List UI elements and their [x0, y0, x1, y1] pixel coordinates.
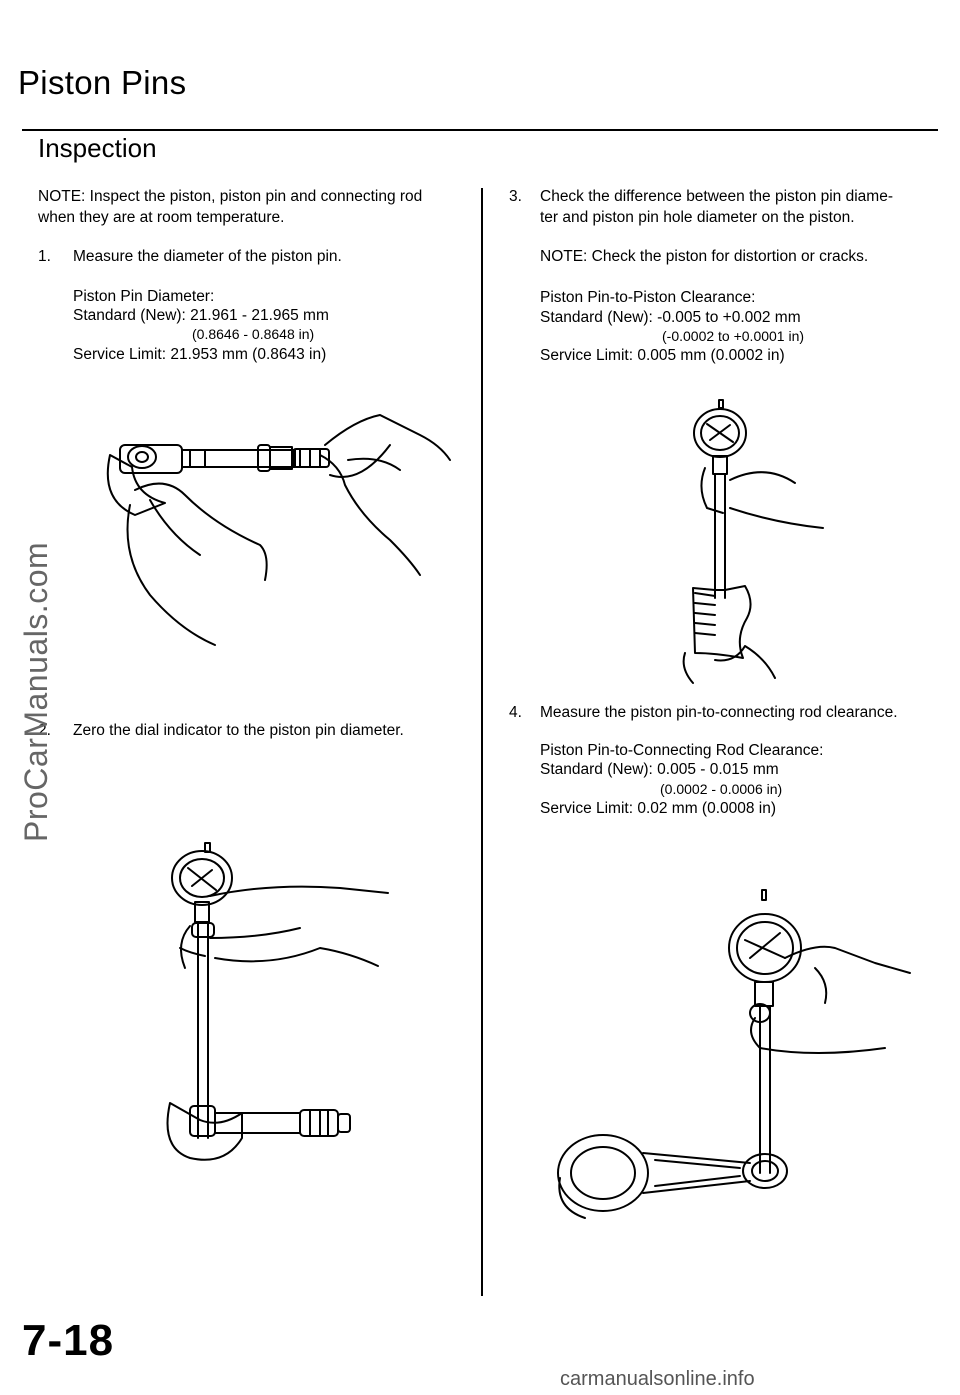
- step-number: 3.: [509, 188, 522, 205]
- title-divider: [22, 129, 938, 131]
- step-text-line-1: Check the difference between the piston …: [540, 188, 893, 205]
- step-text: Measure the diameter of the piston pin.: [73, 248, 342, 265]
- footer-site: carmanualsonline.info: [560, 1368, 755, 1390]
- step-text: Zero the dial indicator to the piston pi…: [73, 722, 404, 739]
- step-number: 4.: [509, 704, 522, 721]
- spec-label: Piston Pin-to-Piston Clearance:: [540, 289, 756, 306]
- section-heading: Inspection: [38, 133, 157, 163]
- micrometer-illustration: [106, 414, 451, 646]
- piston-bore-gauge-illustration: [682, 399, 824, 684]
- watermark: ProCarManuals.com: [18, 541, 54, 842]
- spec-label: Piston Pin-to-Connecting Rod Clearance:: [540, 742, 824, 759]
- step-text-line-2: ter and piston pin hole diameter on the …: [540, 209, 855, 226]
- page-number: 7-18: [22, 1316, 115, 1365]
- step-text: Measure the piston pin-to-connecting rod…: [540, 704, 898, 721]
- note-line-2: when they are at room temperature.: [38, 209, 285, 226]
- step-number: 2.: [38, 722, 51, 739]
- spec-standard-inches: (0.8646 - 0.8648 in): [192, 326, 315, 342]
- spec-service-limit: Service Limit: 0.02 mm (0.0008 in): [540, 800, 777, 817]
- page-title: Piston Pins: [18, 64, 187, 101]
- spec-service-limit: Service Limit: 21.953 mm (0.8643 in): [73, 346, 327, 363]
- column-divider: [481, 188, 483, 1296]
- spec-standard: Standard (New): -0.005 to +0.002 mm: [540, 309, 801, 326]
- connecting-rod-gauge-illustration: [557, 889, 911, 1219]
- dial-indicator-zero-illustration: [166, 842, 389, 1161]
- spec-standard-inches: (-0.0002 to +0.0001 in): [662, 328, 805, 344]
- spec-standard: Standard (New): 0.005 - 0.015 mm: [540, 761, 779, 778]
- spec-service-limit: Service Limit: 0.005 mm (0.0002 in): [540, 347, 785, 364]
- spec-standard: Standard (New): 21.961 - 21.965 mm: [73, 307, 329, 324]
- note-text: NOTE: Check the piston for distortion or…: [540, 248, 869, 265]
- spec-standard-inches: (0.0002 - 0.0006 in): [660, 781, 783, 797]
- spec-label: Piston Pin Diameter:: [73, 288, 215, 305]
- step-number: 1.: [38, 248, 51, 265]
- note-line-1: NOTE: Inspect the piston, piston pin and…: [38, 188, 423, 205]
